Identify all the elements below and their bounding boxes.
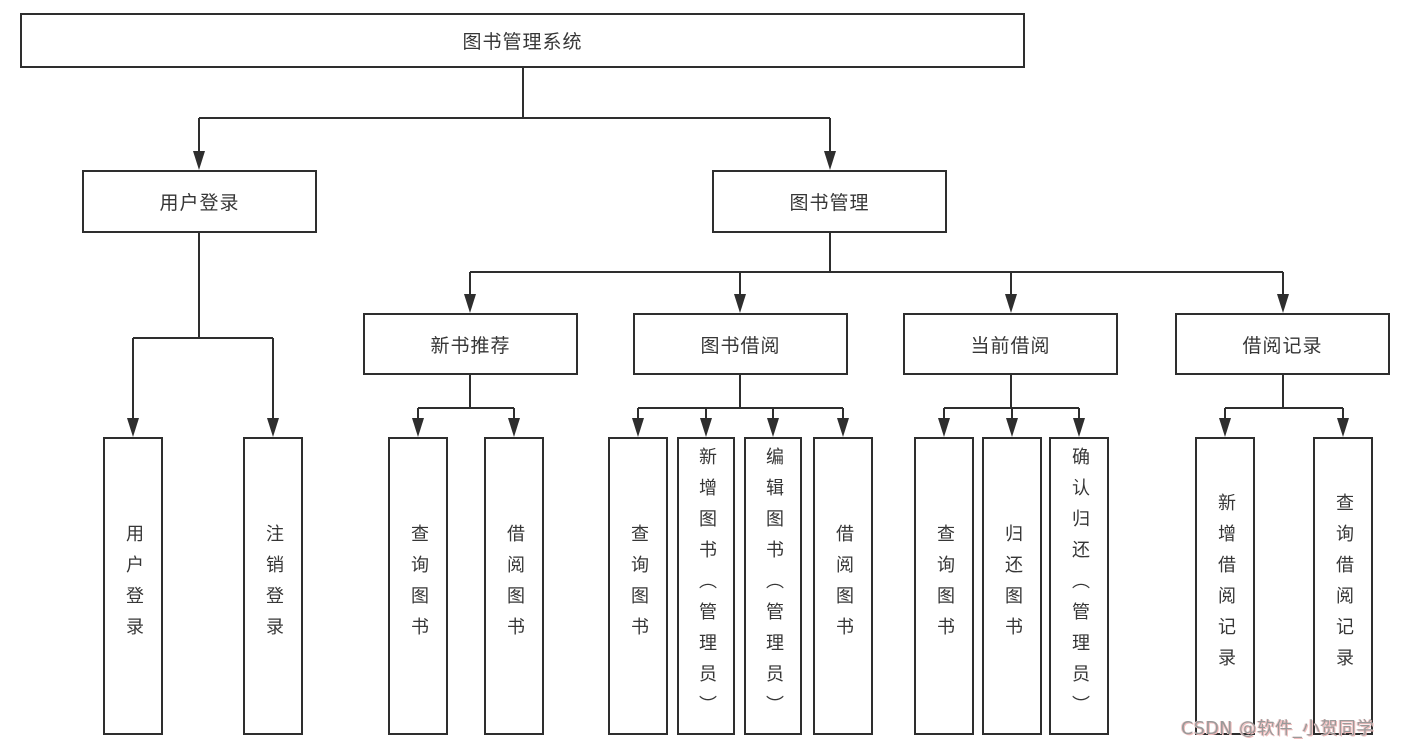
node-label: 查询图书 [934, 524, 955, 648]
leaf-edit-books-admin: 编辑图书（管理员） [744, 437, 802, 735]
node-label: 归还图书 [1002, 524, 1023, 648]
leaf-return-books: 归还图书 [982, 437, 1042, 735]
leaf-add-borrow-record: 新增借阅记录 [1195, 437, 1255, 735]
node-label: 借阅图书 [833, 524, 854, 648]
node-current-borrowing: 当前借阅 [903, 313, 1118, 375]
leaf-query-borrow-record: 查询借阅记录 [1313, 437, 1373, 735]
node-label: 图书管理 [789, 192, 870, 214]
csdn-watermark: CSDN @软件_小贺同学 [1181, 719, 1375, 739]
leaf-logout: 注销登录 [243, 437, 303, 735]
node-label: 用户登录 [123, 524, 144, 648]
node-label: 借阅图书 [504, 524, 525, 648]
node-label: 新增图书（管理员） [696, 446, 717, 726]
node-label: 图书管理系统 [462, 31, 583, 53]
node-user-login: 用户登录 [82, 170, 317, 233]
leaf-borrow-books-borrowing: 借阅图书 [813, 437, 873, 735]
leaf-user-login: 用户登录 [103, 437, 163, 735]
node-label: 借阅记录 [1242, 334, 1323, 357]
node-label: 图书借阅 [700, 334, 781, 357]
leaf-add-books-admin: 新增图书（管理员） [677, 437, 735, 735]
node-book-management: 图书管理 [712, 170, 947, 233]
node-borrowing-records: 借阅记录 [1175, 313, 1390, 375]
node-new-book-recommend: 新书推荐 [363, 313, 578, 375]
leaf-query-books-recommend: 查询图书 [388, 437, 448, 735]
leaf-borrow-books-recommend: 借阅图书 [484, 437, 544, 735]
node-label: 编辑图书（管理员） [763, 446, 784, 726]
node-label: 用户登录 [159, 192, 240, 214]
node-label: 注销登录 [263, 524, 284, 648]
leaf-query-books-borrowing: 查询图书 [608, 437, 668, 735]
node-book-borrowing: 图书借阅 [633, 313, 848, 375]
node-label: 新书推荐 [430, 334, 511, 357]
node-label: 查询图书 [408, 524, 429, 648]
tree-edges [132, 68, 1344, 422]
leaf-query-books-current: 查询图书 [914, 437, 974, 735]
node-label: 查询借阅记录 [1333, 493, 1354, 679]
node-label: 当前借阅 [970, 334, 1051, 357]
node-library-management-system: 图书管理系统 [20, 13, 1025, 68]
node-label: 新增借阅记录 [1215, 493, 1236, 679]
node-label: 查询图书 [628, 524, 649, 648]
node-label: 确认归还（管理员） [1069, 446, 1090, 726]
leaf-confirm-return-admin: 确认归还（管理员） [1049, 437, 1109, 735]
